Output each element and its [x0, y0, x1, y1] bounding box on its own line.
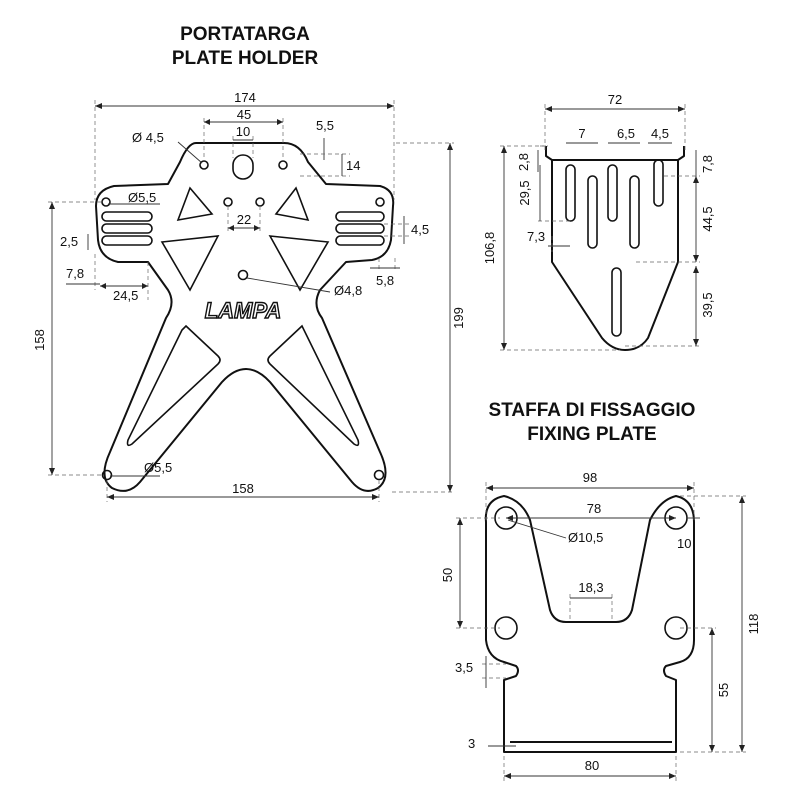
- center-hole-4-8: [237, 269, 249, 281]
- top-slot: [232, 154, 254, 180]
- dim-80: 80: [585, 758, 599, 773]
- dim-98: 98: [583, 470, 597, 485]
- top-left-hole: [199, 160, 209, 170]
- mid-right-cutout: [268, 235, 330, 292]
- dim-106-8: 106,8: [482, 232, 497, 265]
- right-hole: [375, 197, 385, 207]
- center-left-hole: [223, 197, 233, 207]
- dim-4-5-right: 4,5: [411, 222, 429, 237]
- dim-24-5: 24,5: [113, 288, 138, 303]
- mid-left-cutout: [160, 235, 220, 292]
- dim-10-fixing: 10: [677, 536, 691, 551]
- dim-2-8: 2,8: [516, 153, 531, 171]
- dim-29-5: 29,5: [517, 180, 532, 205]
- plate-holder-title-it: PORTATARGA: [180, 24, 310, 45]
- dim-6-5: 6,5: [617, 126, 635, 141]
- dim-5-8: 5,8: [376, 273, 394, 288]
- dim-7-8-side: 7,8: [700, 155, 715, 173]
- upper-left-cutout: [176, 186, 214, 222]
- dim-10: 10: [236, 124, 250, 139]
- fixing-plate-dimensions: 98 78 Ø10,5 10 50 18,3 118 3,5: [440, 470, 761, 782]
- bottom-right-hole: [373, 469, 385, 481]
- plate-holder-drawing: LAMPA: [95, 142, 395, 492]
- dim-39-5: 39,5: [700, 292, 715, 317]
- bottom-left-hole: [101, 469, 113, 481]
- dim-7: 7: [578, 126, 585, 141]
- dim-174: 174: [234, 90, 256, 105]
- side-slot-3: [607, 164, 618, 222]
- hole-5-5-top-label: Ø5,5: [128, 190, 156, 205]
- dim-50: 50: [440, 568, 455, 582]
- dim-158-bottom: 158: [232, 481, 254, 496]
- right-slots: [335, 211, 385, 246]
- dim-72: 72: [608, 92, 622, 107]
- dim-3: 3: [468, 736, 475, 751]
- lampa-logo: LAMPA: [205, 298, 282, 323]
- fixing-plate-outline: [484, 495, 695, 753]
- side-slot-6: [611, 267, 622, 337]
- upper-right-cutout: [274, 186, 310, 222]
- dim-44-5: 44,5: [700, 206, 715, 231]
- side-slot-1: [565, 164, 576, 222]
- dim-14: 14: [346, 158, 360, 173]
- dim-7-8-left: 7,8: [66, 266, 84, 281]
- fixing-plate-title-it: STAFFA DI FISSAGGIO: [489, 400, 696, 421]
- top-right-hole: [278, 160, 288, 170]
- left-hole: [101, 197, 111, 207]
- side-view-dimensions: 72 7 6,5 4,5 2,8 7,8 29,5 106,8 44,5: [482, 92, 715, 351]
- side-slot-5: [653, 159, 664, 207]
- side-slot-2: [587, 175, 598, 249]
- dim-118: 118: [746, 614, 761, 635]
- dim-7-3: 7,3: [527, 229, 545, 244]
- side-view-outline: [545, 146, 685, 351]
- dim-78: 78: [587, 501, 601, 516]
- left-slots: [101, 211, 153, 246]
- hole-4-5-label: Ø 4,5: [132, 130, 164, 145]
- lower-left-cutout: [126, 324, 221, 447]
- hole-5-5-bottom-label: Ø5,5: [144, 460, 172, 475]
- dim-158-vertical: 158: [32, 329, 47, 351]
- dim-2-5: 2,5: [60, 234, 78, 249]
- plate-holder-title-en: PLATE HOLDER: [172, 48, 319, 69]
- side-slot-4: [629, 175, 640, 249]
- plate-holder-outline: [95, 142, 395, 492]
- dim-22: 22: [237, 212, 251, 227]
- dim-199: 199: [451, 307, 466, 329]
- fixing-plate-drawing: [484, 495, 695, 753]
- dim-3-5: 3,5: [455, 660, 473, 675]
- dim-5-5-top: 5,5: [316, 118, 334, 133]
- dim-4-5-side: 4,5: [651, 126, 669, 141]
- fixing-hole-10-5-label: Ø10,5: [568, 530, 603, 545]
- dim-45: 45: [237, 107, 251, 122]
- dim-18-3: 18,3: [578, 580, 603, 595]
- lower-right-cutout: [267, 324, 360, 447]
- fixing-plate-title-en: FIXING PLATE: [527, 424, 656, 445]
- hole-4-8-label: Ø4,8: [334, 283, 362, 298]
- plate-holder-dimensions: 174 45 10 5,5 14 Ø 4,5 Ø5,5 22: [32, 90, 466, 502]
- side-view-drawing: [545, 146, 685, 351]
- center-right-hole: [255, 197, 265, 207]
- dim-55: 55: [716, 683, 731, 697]
